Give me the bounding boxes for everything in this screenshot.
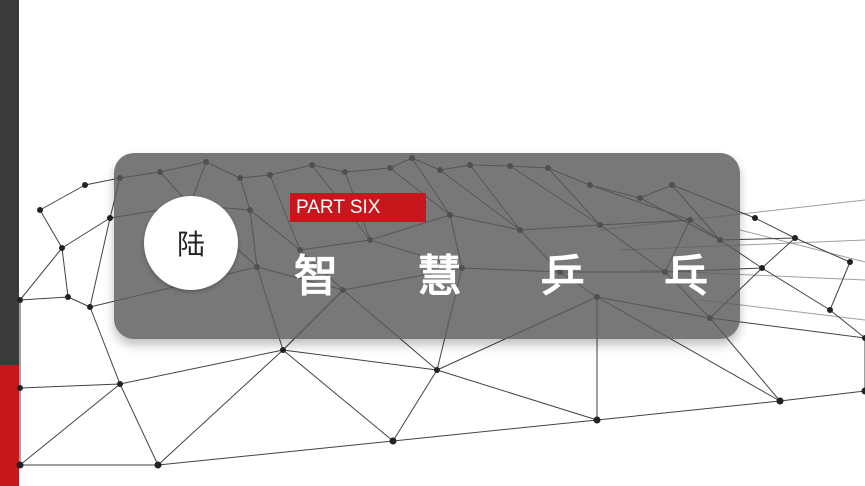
part-label-tag: PART SIX: [290, 193, 426, 222]
section-number-badge: 陆: [144, 196, 238, 290]
part-label: PART SIX: [296, 196, 381, 218]
section-title: 智 慧 乒 乓: [294, 251, 740, 302]
left-edge-dark-bar: [0, 0, 19, 365]
section-number: 陆: [176, 228, 205, 261]
left-edge-red-bar: [0, 365, 19, 486]
